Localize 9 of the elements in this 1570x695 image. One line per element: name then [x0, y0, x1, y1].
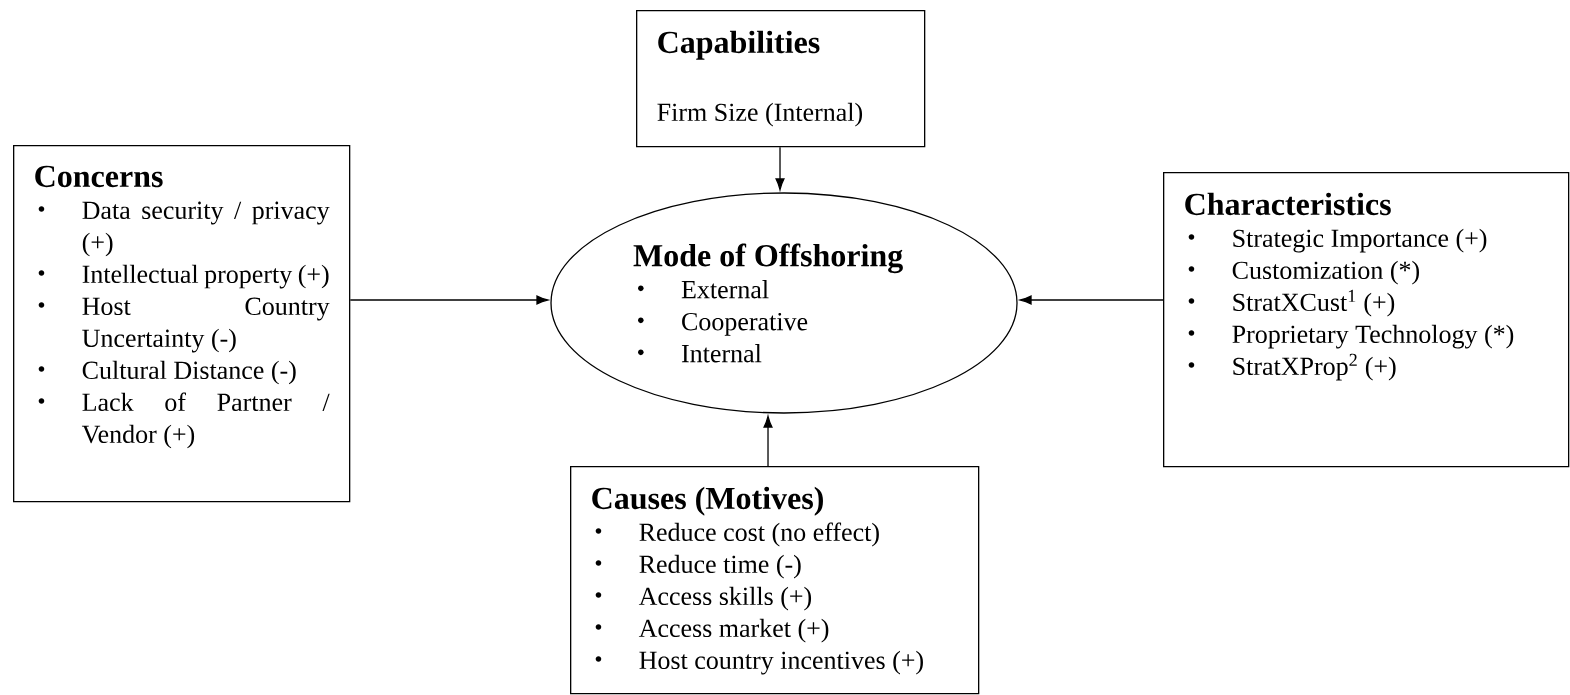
process-box: Characteristics Strategic Importance (+) Customization (*) StratXCust$^{1}$ (+) Proprietary Technology (*) StratXProp$^{2}$ (+) [1163, 172, 1570, 468]
process-box: Concerns Data security / privacy (+) Intellectual property (+) Host Country Uncertainty (-) Cultural Distance (-) Lack of Partner / Vendor (+) [13, 145, 351, 503]
arrow [763, 415, 773, 467]
arrow [775, 146, 785, 191]
process-box: Causes (Motives) Reduce cost (no effect) Reduce time (-) Access skills (+) Access market (+) Host country incentives (+) [570, 466, 980, 695]
ellipse-node: Mode of Offshoring External Cooperative Internal [550, 192, 1018, 414]
arrow [1019, 295, 1164, 305]
process-box: Capabilities Firm Size (Internal) [636, 10, 926, 148]
arrow [349, 295, 549, 305]
